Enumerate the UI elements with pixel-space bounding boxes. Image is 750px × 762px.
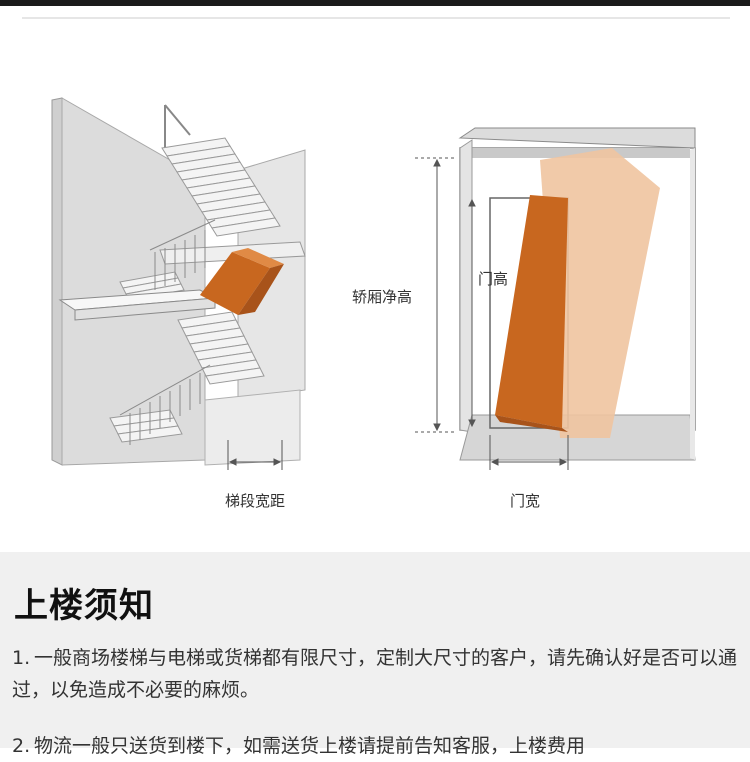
divider	[22, 17, 730, 19]
door-height-label: 门高	[478, 270, 509, 288]
car-height-label: 轿厢净高	[352, 288, 413, 306]
stair-width-label: 梯段宽距	[225, 492, 286, 510]
notice-item-text: 一般商场楼梯与电梯或货梯都有限尺寸，定制大尺寸的客户，请先确认好是否可以通过，以…	[12, 647, 738, 701]
notice-item-number: 1.	[12, 647, 31, 669]
notice-title: 上楼须知	[14, 586, 154, 626]
size-illustration: 梯段宽距 轿厢净高 门高 门宽	[0, 20, 750, 552]
door-width-label: 门宽	[510, 492, 541, 510]
notice-item: 1.一般商场楼梯与电梯或货梯都有限尺寸，定制大尺寸的客户，请先确认好是否可以通过…	[12, 642, 738, 706]
notice-item: 2.物流一般只送货到楼下，如需送货上楼请提前告知客服，上楼费用	[12, 730, 738, 762]
top-bar	[0, 0, 750, 6]
elevator-drawing	[415, 127, 696, 470]
notice-item-number: 2.	[12, 735, 31, 757]
staircase-drawing	[51, 97, 306, 470]
notice-item-text: 物流一般只送货到楼下，如需送货上楼请提前告知客服，上楼费用	[34, 735, 586, 757]
notice-section: 上楼须知 1.一般商场楼梯与电梯或货梯都有限尺寸，定制大尺寸的客户，请先确认好是…	[0, 552, 750, 757]
stair-elevator-diagram	[51, 97, 696, 470]
box-on-stairs	[200, 248, 284, 315]
